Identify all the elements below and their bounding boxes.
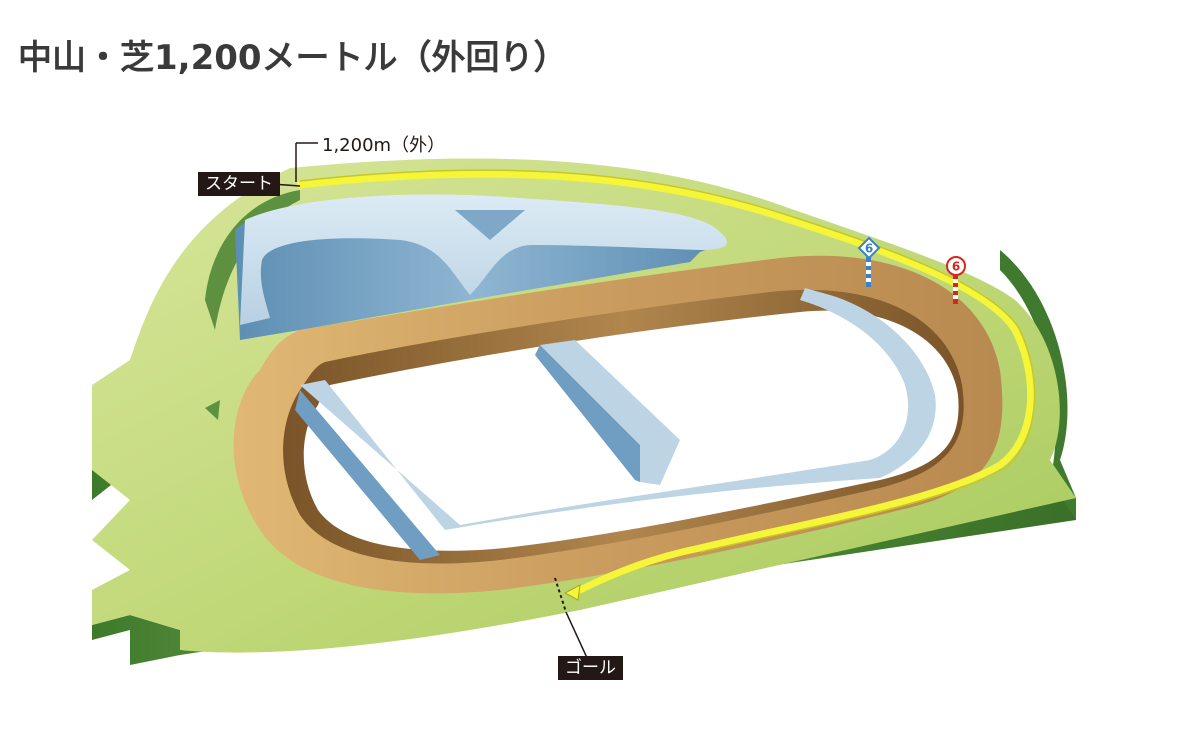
marker-diamond-icon (857, 236, 881, 260)
marker-6-blue: 6 (857, 236, 881, 287)
start-label: スタート (198, 172, 280, 196)
goal-callout-line (565, 611, 589, 661)
finish-arrow-icon (563, 584, 581, 601)
goal-label: ゴール (558, 656, 623, 680)
marker-number: 6 (952, 260, 960, 274)
marker-number: 6 (865, 242, 873, 256)
distance-label: 1,200m（外） (322, 135, 446, 156)
inner-course-cross (455, 210, 525, 240)
infield-diagonal-side (535, 345, 640, 482)
marker-circle-icon (946, 256, 966, 276)
infield-diagonal (540, 340, 680, 485)
turf-notch (205, 400, 220, 420)
race-route (296, 170, 1035, 594)
turf-course-side-right (1000, 250, 1076, 520)
page-title: 中山・芝1,200メートル（外回り） (18, 38, 568, 78)
marker-6-red: 6 (946, 256, 966, 304)
inner-course (240, 194, 728, 325)
race-route-edge (299, 169, 1036, 553)
infield-course-side (295, 390, 440, 560)
